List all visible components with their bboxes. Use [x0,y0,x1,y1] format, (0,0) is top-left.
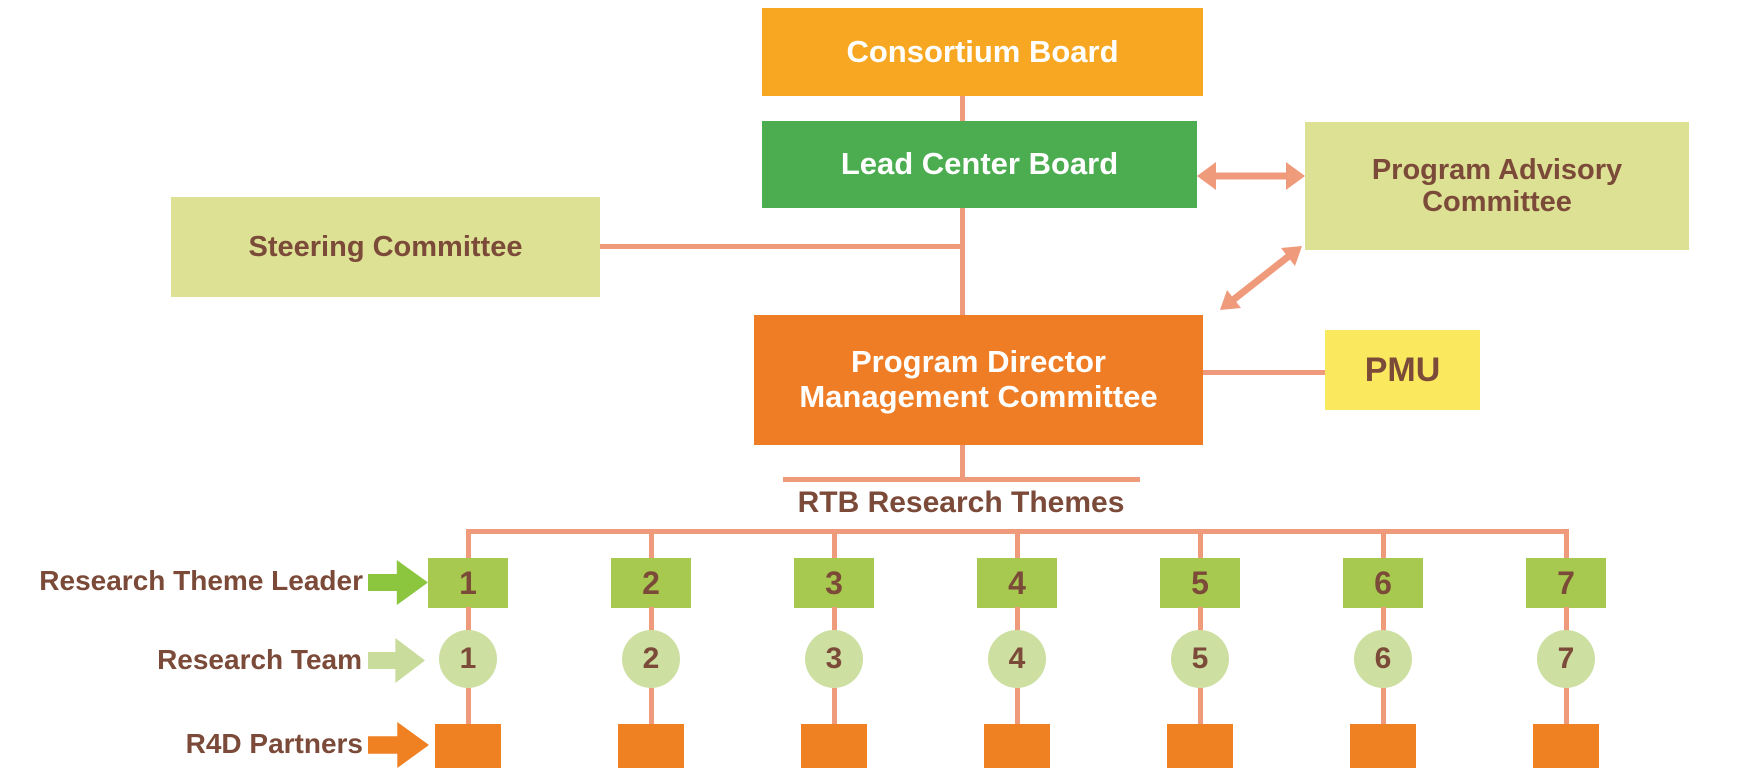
research-team-circle-4: 4 [988,630,1046,688]
connector-team1-partner1 [466,688,471,728]
research-team-circle-7: 7 [1537,630,1595,688]
r4d-partner-box-7 [1533,724,1599,768]
theme-leader-box-2: 2 [611,558,691,608]
research-team-circle-3: 3 [805,630,863,688]
program-advisory-committee-label: Program Advisory Committee [1371,153,1623,218]
connector-theme1-team1 [466,607,471,635]
themes-branch-line [466,529,1569,534]
connector-team3-partner3 [832,688,837,728]
connector-team5-partner5 [1198,688,1203,728]
legend-label-research-theme-leader: Research Theme Leader [39,565,363,596]
pmu-box: PMU [1325,330,1480,410]
branch-stub-1 [466,532,471,559]
connector-pdmc-to-pmu [1203,370,1325,375]
r4d-partner-box-3 [801,724,867,768]
connector-team2-partner2 [649,688,654,728]
research-team-arrow-icon [368,638,425,683]
themes-title-overline [783,477,1140,482]
connector-pdmc-to-themes [960,445,965,481]
connector-theme5-team5 [1198,607,1203,635]
legend-label-research-team: Research Team [157,644,362,675]
theme-leader-box-5: 5 [1160,558,1240,608]
r4d-partners-arrow-icon [368,722,429,768]
r4d-partner-box-5 [1167,724,1233,768]
arrow-advisory-pdmc [1220,246,1302,310]
connector-consortium-to-leadcenter [960,96,965,121]
branch-stub-5 [1198,532,1203,559]
connector-theme4-team4 [1015,607,1020,635]
r4d-partner-box-1 [435,724,501,768]
theme-leader-box-3: 3 [794,558,874,608]
branch-stub-2 [649,532,654,559]
consortium-board-box: Consortium Board [762,8,1203,96]
theme-leader-box-6: 6 [1343,558,1423,608]
research-team-circle-2: 2 [622,630,680,688]
connector-team7-partner7 [1564,688,1569,728]
connector-team4-partner4 [1015,688,1020,728]
r4d-partner-box-6 [1350,724,1416,768]
research-team-circle-5: 5 [1171,630,1229,688]
connector-theme3-team3 [832,607,837,635]
research-team-circle-6: 6 [1354,630,1412,688]
program-director-management-committee-label: Program Director Management Committee [799,344,1158,414]
legend-label-r4d-partners: R4D Partners [185,728,363,759]
arrow-leadcenter-advisory [1197,162,1305,190]
r4d-partner-box-4 [984,724,1050,768]
branch-stub-4 [1015,532,1020,559]
connector-theme2-team2 [649,607,654,635]
steering-committee-box: Steering Committee [171,197,600,297]
steering-committee-label: Steering Committee [248,230,523,263]
program-advisory-committee-box: Program Advisory Committee [1305,122,1689,250]
branch-stub-7 [1564,532,1569,559]
connector-leadcenter-to-pdmc [960,208,965,315]
branch-stub-6 [1381,532,1386,559]
connector-team6-partner6 [1381,688,1386,728]
lead-center-board-label: Lead Center Board [840,146,1119,182]
connector-steering-committee [600,244,963,249]
program-director-management-committee-box: Program Director Management Committee [754,315,1203,445]
connector-theme6-team6 [1381,607,1386,635]
research-theme-leader-arrow-icon [368,560,428,605]
theme-leader-box-7: 7 [1526,558,1606,608]
theme-leader-box-1: 1 [428,558,508,608]
branch-stub-3 [832,532,837,559]
lead-center-board-box: Lead Center Board [762,121,1197,208]
r4d-partner-box-2 [618,724,684,768]
pmu-label: PMU [1364,350,1441,389]
consortium-board-label: Consortium Board [846,33,1119,69]
connector-theme7-team7 [1564,607,1569,635]
rtb-research-themes-title: RTB Research Themes [797,486,1125,519]
research-team-circle-1: 1 [439,630,497,688]
theme-leader-box-4: 4 [977,558,1057,608]
